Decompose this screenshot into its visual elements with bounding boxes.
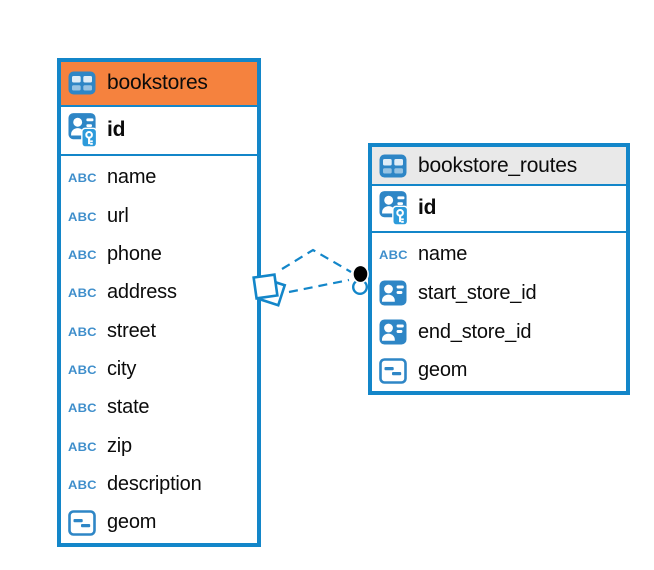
text-type-icon: ABC bbox=[68, 325, 98, 338]
text-type-glyph: ABC bbox=[379, 247, 408, 262]
text-type-glyph: ABC bbox=[68, 400, 97, 415]
column-name: description bbox=[107, 472, 202, 495]
column-name: start_store_id bbox=[418, 281, 537, 304]
column-name: zip bbox=[107, 434, 132, 457]
primary-key-row[interactable]: id bbox=[372, 186, 626, 233]
text-type-icon: ABC bbox=[68, 248, 98, 261]
columns-section: ABC name start_store_id end_store_id geom bbox=[372, 233, 626, 392]
text-type-icon: ABC bbox=[68, 171, 98, 184]
text-type-icon: ABC bbox=[379, 248, 409, 261]
table-icon bbox=[68, 71, 98, 95]
text-type-glyph: ABC bbox=[68, 438, 97, 454]
column-row[interactable]: end_store_id bbox=[372, 313, 626, 352]
table-header[interactable]: bookstore_routes bbox=[372, 147, 626, 186]
table-icon bbox=[379, 154, 409, 178]
relationship-line-2[interactable] bbox=[288, 278, 350, 294]
column-row[interactable]: ABC street bbox=[61, 312, 257, 350]
column-row[interactable]: ABC name bbox=[372, 236, 626, 275]
text-type-glyph: ABC bbox=[68, 247, 97, 262]
column-row[interactable]: ABC city bbox=[61, 350, 257, 388]
text-type-icon: ABC bbox=[68, 363, 98, 376]
column-name: url bbox=[107, 204, 129, 227]
column-row[interactable]: geom bbox=[61, 504, 257, 542]
column-name: name bbox=[418, 243, 468, 266]
column-name: street bbox=[107, 319, 156, 342]
column-row[interactable]: geom bbox=[372, 351, 626, 390]
reference-icon bbox=[379, 280, 409, 306]
text-type-icon: ABC bbox=[68, 440, 98, 453]
relationship-line-1[interactable] bbox=[281, 248, 352, 273]
text-type-glyph: ABC bbox=[68, 477, 97, 492]
text-type-icon: ABC bbox=[68, 478, 98, 491]
column-name: phone bbox=[107, 242, 162, 265]
geometry-type-icon bbox=[68, 509, 98, 536]
table-name: bookstores bbox=[107, 71, 208, 95]
reference-icon bbox=[379, 319, 409, 345]
column-name: geom bbox=[107, 511, 157, 534]
column-row[interactable]: ABC zip bbox=[61, 427, 257, 465]
text-type-icon: ABC bbox=[68, 210, 98, 223]
column-row[interactable]: ABC name bbox=[61, 159, 257, 197]
geometry-type-icon bbox=[379, 357, 409, 384]
column-row[interactable]: ABC url bbox=[61, 197, 257, 235]
primary-key-name: id bbox=[107, 118, 126, 141]
primary-key-name: id bbox=[418, 196, 437, 220]
text-type-icon: ABC bbox=[68, 286, 98, 299]
table-name: bookstore_routes bbox=[418, 153, 578, 177]
primary-key-icon bbox=[68, 112, 98, 148]
column-row[interactable]: ABC address bbox=[61, 274, 257, 312]
column-row[interactable]: ABC phone bbox=[61, 235, 257, 273]
text-type-icon: ABC bbox=[68, 401, 98, 414]
column-row[interactable]: ABC state bbox=[61, 389, 257, 427]
primary-key-row[interactable]: id bbox=[61, 107, 257, 156]
column-row[interactable]: start_store_id bbox=[372, 274, 626, 313]
column-name: state bbox=[107, 396, 150, 419]
column-row[interactable]: ABC description bbox=[61, 465, 257, 503]
column-name: name bbox=[107, 166, 157, 189]
text-type-glyph: ABC bbox=[68, 285, 97, 300]
primary-key-icon bbox=[379, 190, 409, 226]
relationship-target-marker[interactable] bbox=[352, 264, 369, 296]
text-type-glyph: ABC bbox=[68, 208, 97, 224]
text-type-glyph: ABC bbox=[68, 323, 97, 339]
column-name: address bbox=[107, 281, 177, 304]
column-name: geom bbox=[418, 359, 468, 382]
table-header[interactable]: bookstores bbox=[61, 62, 257, 107]
column-name: city bbox=[107, 357, 137, 380]
text-type-glyph: ABC bbox=[68, 362, 97, 377]
column-name: end_store_id bbox=[418, 320, 532, 343]
text-type-glyph: ABC bbox=[68, 170, 97, 185]
